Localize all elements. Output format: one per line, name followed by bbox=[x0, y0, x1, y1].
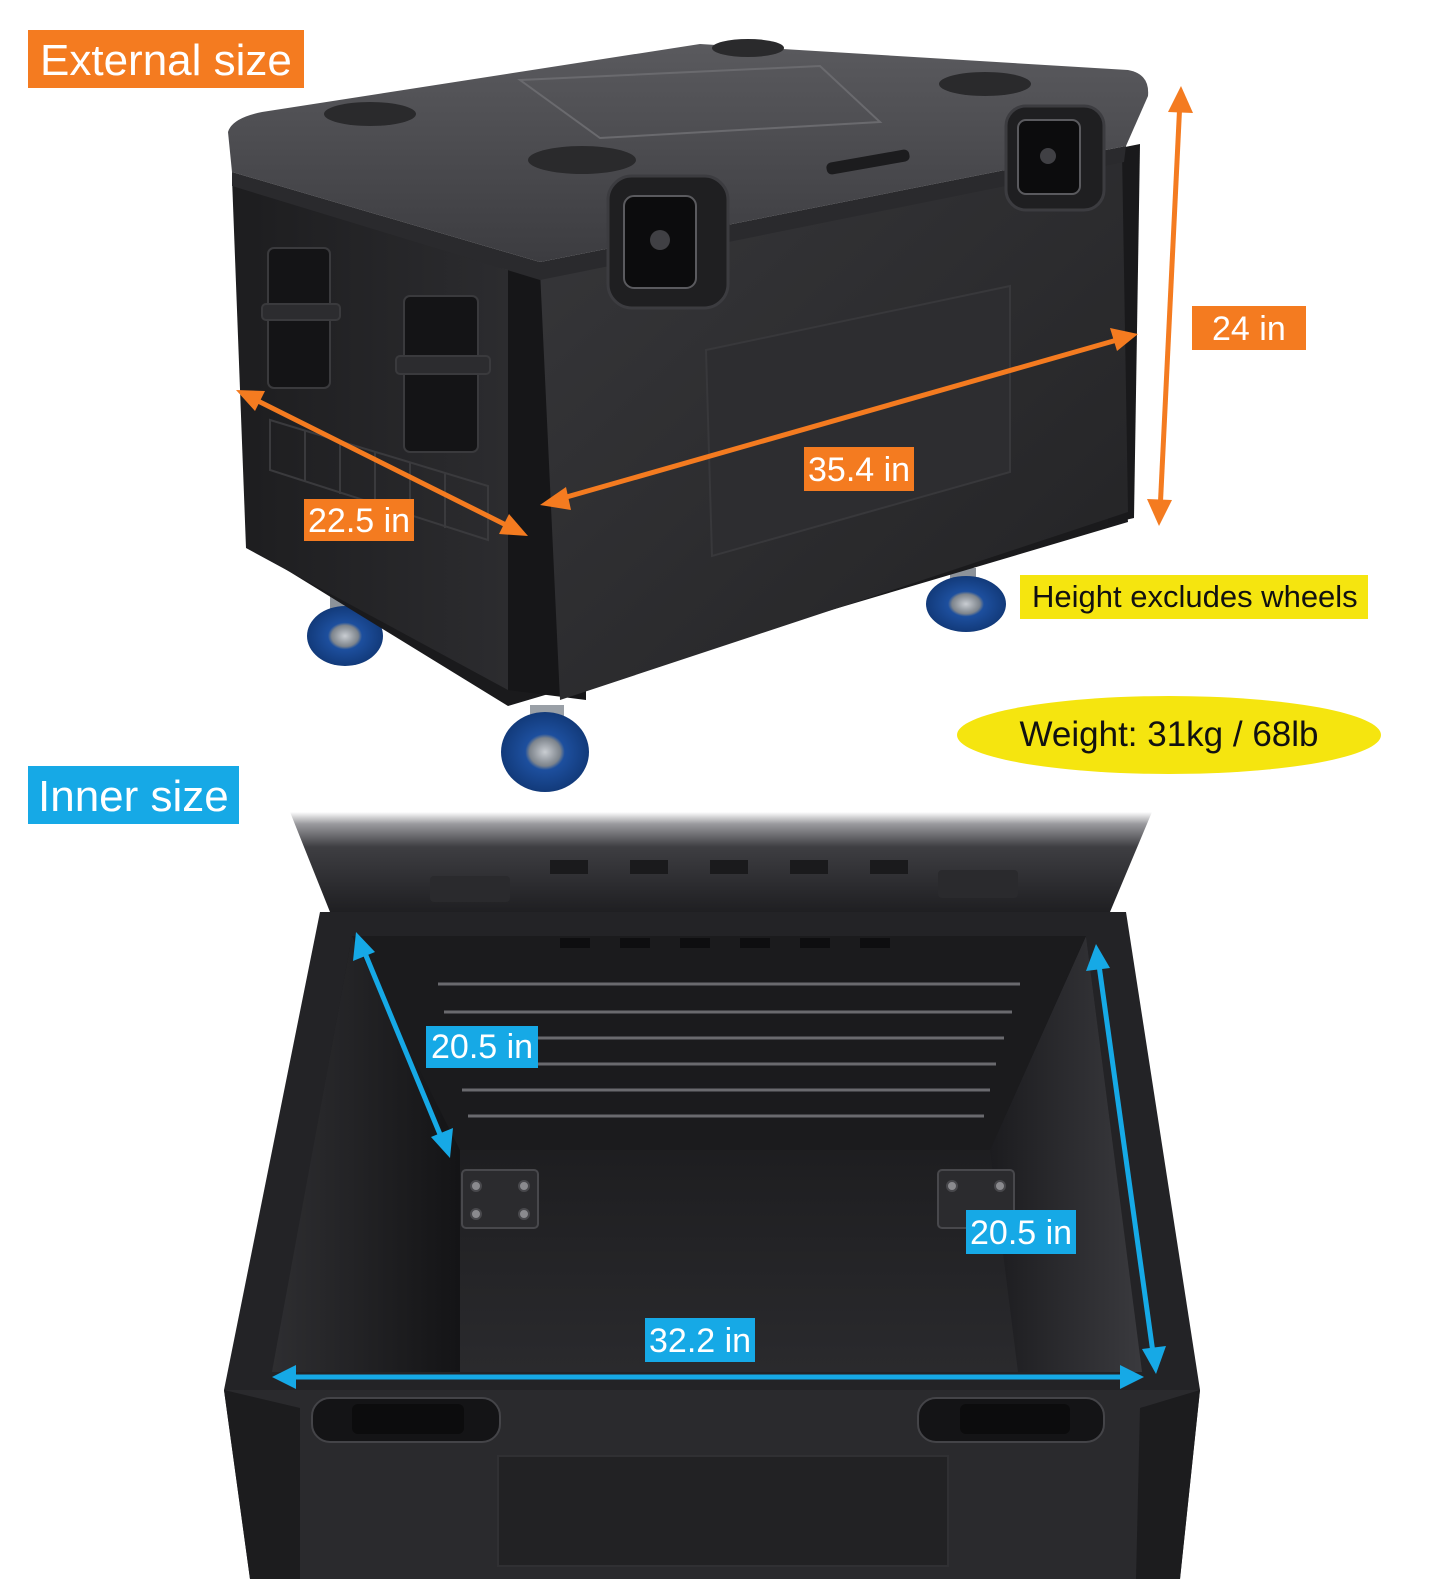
inner-size-title: Inner size bbox=[28, 766, 239, 824]
side-handles bbox=[261, 247, 491, 453]
external-size-title: External size bbox=[28, 30, 304, 88]
external-depth-label: 22.5 in bbox=[304, 499, 415, 541]
inner-width-label: 32.2 in bbox=[645, 1318, 756, 1362]
inner-depth-right-label: 20.5 in bbox=[966, 1210, 1077, 1254]
inner-case bbox=[224, 812, 1200, 1579]
external-dimension-arrows bbox=[236, 86, 1193, 536]
weight-badge: Weight: 31kg / 68lb bbox=[957, 696, 1381, 774]
external-length-label: 35.4 in bbox=[804, 447, 915, 491]
height-note-badge: Height excludes wheels bbox=[1020, 575, 1368, 619]
external-height-label: 24 in bbox=[1192, 306, 1306, 350]
inner-depth-left-label: 20.5 in bbox=[426, 1026, 539, 1068]
external-case bbox=[228, 39, 1149, 792]
latches bbox=[606, 104, 1106, 310]
caster-wheels bbox=[307, 568, 1006, 792]
inner-dimension-arrows bbox=[272, 932, 1166, 1389]
lid-recesses bbox=[324, 39, 1031, 174]
